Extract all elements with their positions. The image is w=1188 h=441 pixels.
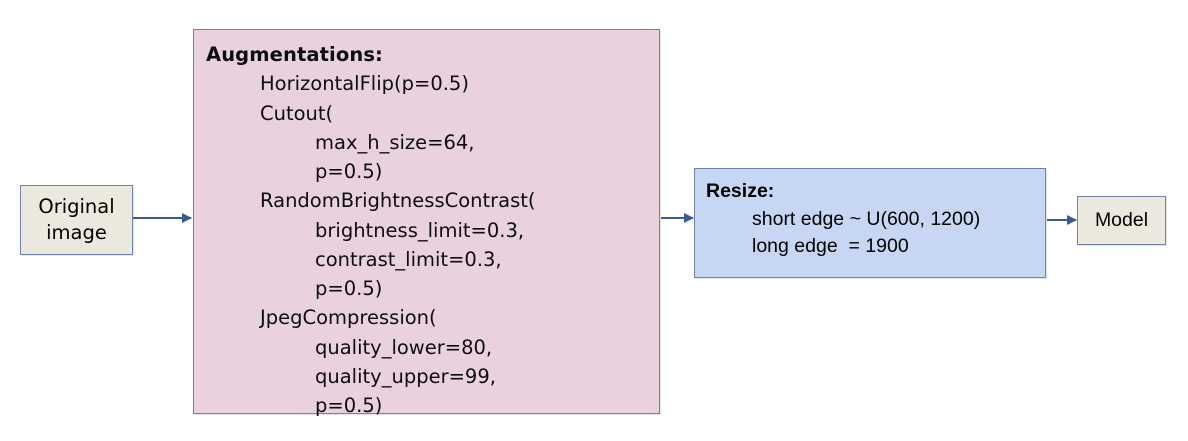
original-image-label-line2: image (46, 221, 107, 244)
augmentation-line: p=0.5) (315, 160, 383, 183)
model-label: Model (1094, 209, 1149, 231)
arrow-augmentations-to-resize (661, 217, 693, 219)
original-image-label-line1: Original (38, 195, 115, 219)
resize-short-edge-line: short edge ~ U(600, 1200) (752, 207, 981, 230)
node-augmentations[interactable]: Augmentations: HorizontalFlip(p=0.5) Cut… (193, 29, 660, 417)
augmentation-line: brightness_limit=0.3, (315, 218, 525, 242)
augmentation-line: JpegCompression( (260, 306, 437, 330)
augmentation-line: max_h_size=64, (315, 130, 475, 154)
augmentation-line: HorizontalFlip(p=0.5) (260, 72, 469, 96)
original-image-label: Original image (38, 194, 114, 245)
node-original-image[interactable]: Original image (20, 185, 133, 255)
arrow-original-to-augmentations (133, 217, 191, 219)
arrow-resize-to-model (1047, 219, 1076, 221)
augmentation-line: p=0.5) (315, 277, 383, 300)
node-model[interactable]: Model (1077, 196, 1166, 245)
augmentation-line: Cutout( (260, 101, 334, 125)
augmentations-title: Augmentations: (206, 43, 383, 66)
augmentation-line: quality_lower=80, (315, 335, 493, 359)
resize-title: Resize: (706, 180, 775, 202)
resize-long-edge-line: long edge = 1900 (752, 235, 909, 258)
augmentation-line: p=0.5) (315, 394, 383, 417)
augmentations-lines: HorizontalFlip(p=0.5) Cutout( max_h_size… (206, 69, 659, 420)
augmentation-line: RandomBrightnessContrast( (260, 189, 536, 213)
node-resize[interactable]: Resize: short edge ~ U(600, 1200) long e… (694, 168, 1046, 278)
augmentation-line: quality_upper=99, (315, 364, 496, 388)
augmentation-line: contrast_limit=0.3, (315, 247, 502, 271)
